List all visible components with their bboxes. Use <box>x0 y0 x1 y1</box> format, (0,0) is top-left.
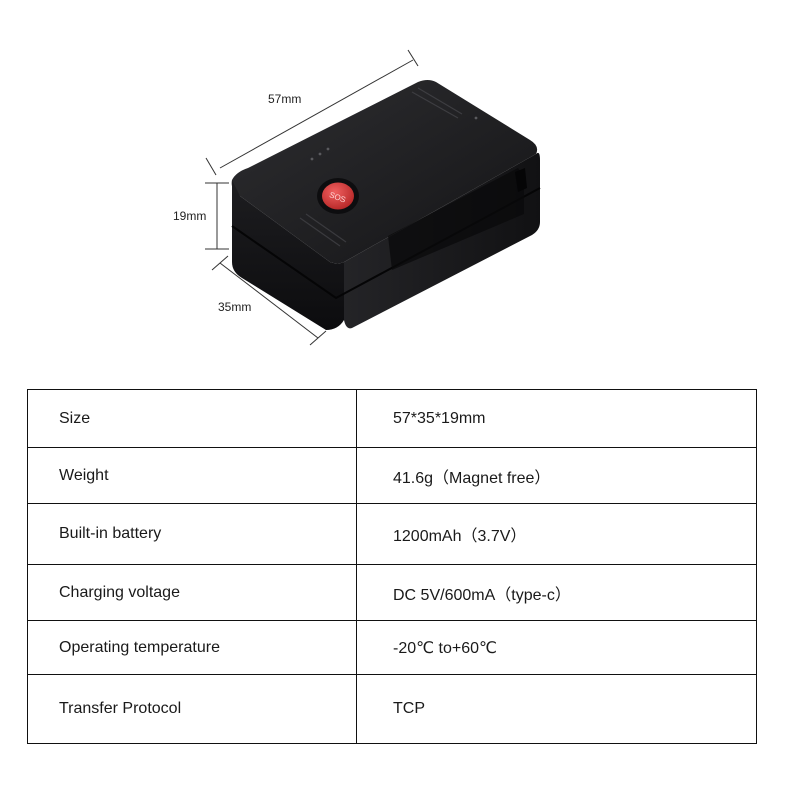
device-figure: 57mm 19mm 35mm <box>173 49 541 346</box>
sos-button[interactable]: SOS <box>317 178 359 214</box>
spec-value: 57*35*19mm <box>356 389 757 448</box>
spec-value: TCP <box>356 674 757 744</box>
spec-label: Size <box>27 389 357 448</box>
spec-value: DC 5V/600mA（type-c） <box>356 564 757 621</box>
table-row: Built-in battery 1200mAh（3.7V） <box>27 503 757 565</box>
spec-label: Transfer Protocol <box>27 674 357 744</box>
table-row: Charging voltage DC 5V/600mA（type-c） <box>27 564 757 621</box>
table-row: Transfer Protocol TCP <box>27 674 757 744</box>
spec-label: Built-in battery <box>27 503 357 565</box>
width-label: 35mm <box>218 300 251 314</box>
height-label: 19mm <box>173 209 206 223</box>
gps-tracker-device <box>231 80 541 330</box>
spec-label: Charging voltage <box>27 564 357 621</box>
spec-value: 1200mAh（3.7V） <box>356 503 757 565</box>
spec-table: Size 57*35*19mm Weight 41.6g（Magnet free… <box>27 389 757 744</box>
height-dimension: 19mm <box>173 182 229 250</box>
width-dimension: 35mm <box>211 255 327 346</box>
spec-value: -20℃ to+60℃ <box>356 620 757 675</box>
length-dimension: 57mm <box>205 49 419 176</box>
table-row: Weight 41.6g（Magnet free） <box>27 447 757 504</box>
table-row: Operating temperature -20℃ to+60℃ <box>27 620 757 675</box>
spec-label: Weight <box>27 447 357 504</box>
spec-value: 41.6g（Magnet free） <box>356 447 757 504</box>
spec-label: Operating temperature <box>27 620 357 675</box>
length-label: 57mm <box>268 92 301 106</box>
table-row: Size 57*35*19mm <box>27 389 757 448</box>
